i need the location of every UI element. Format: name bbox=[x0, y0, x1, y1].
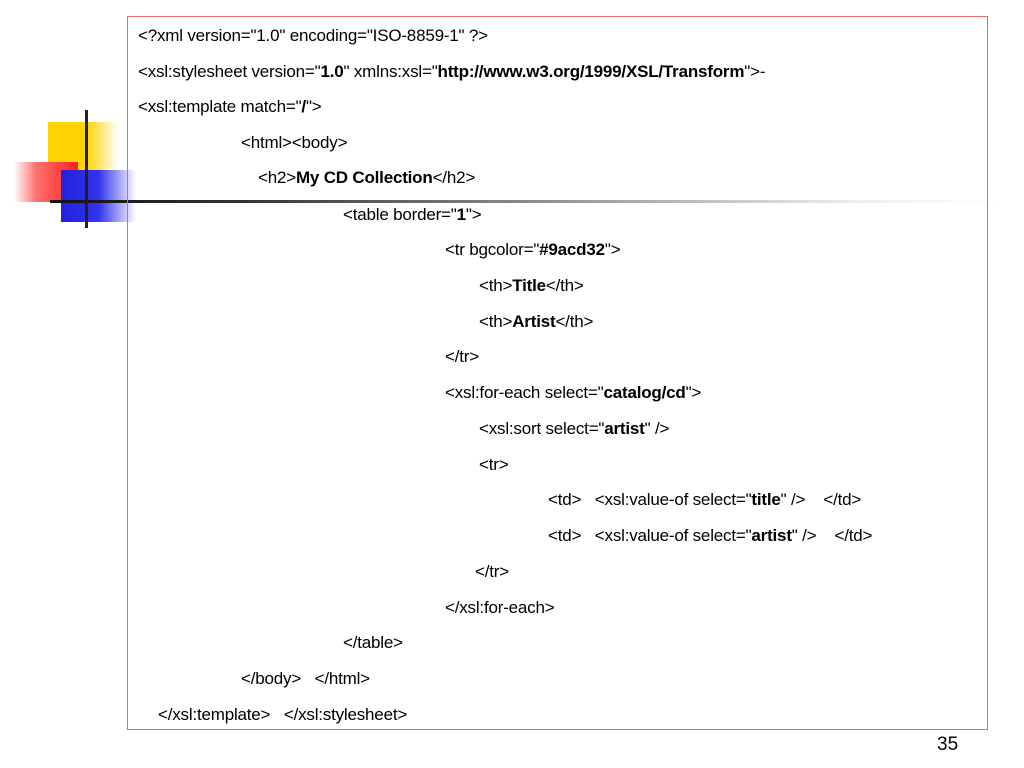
code-line-for-each-close: </xsl:for-each> bbox=[445, 598, 555, 618]
code-text: <table border=" bbox=[343, 205, 457, 224]
code-line-stylesheet-open: <xsl:stylesheet version="1.0" xmlns:xsl=… bbox=[138, 62, 765, 82]
code-line-template-open: <xsl:template match="/"> bbox=[138, 97, 322, 117]
code-text: <tr> bbox=[479, 455, 509, 474]
code-text: <td> <xsl:value-of select=" bbox=[548, 526, 752, 545]
code-line-tr-close-2: </tr> bbox=[475, 562, 509, 582]
code-text: <xsl:stylesheet version=" bbox=[138, 62, 321, 81]
code-value: artist bbox=[751, 526, 792, 545]
code-line-h2: <h2>My CD Collection</h2> bbox=[258, 168, 475, 188]
code-value: title bbox=[751, 490, 781, 509]
code-line-table-close: </table> bbox=[343, 633, 403, 653]
code-line-sort: <xsl:sort select="artist" /> bbox=[479, 419, 669, 439]
code-text: <h2> bbox=[258, 168, 296, 187]
code-value: #9acd32 bbox=[539, 240, 605, 259]
code-line-td-artist: <td> <xsl:value-of select="artist" /> </… bbox=[548, 526, 872, 546]
code-value: My CD Collection bbox=[295, 168, 433, 187]
code-text: </th> bbox=[555, 312, 594, 331]
code-value: catalog/cd bbox=[603, 383, 686, 402]
code-line-tr-open-2: <tr> bbox=[479, 455, 509, 475]
code-line-td-title: <td> <xsl:value-of select="title" /> </t… bbox=[548, 490, 861, 510]
code-text: <td> <xsl:value-of select=" bbox=[548, 490, 752, 509]
code-line-for-each: <xsl:for-each select="catalog/cd"> bbox=[445, 383, 701, 403]
code-text: " /> </td> bbox=[780, 490, 862, 509]
code-text: </th> bbox=[545, 276, 584, 295]
title-divider-line bbox=[50, 200, 1000, 203]
code-line-table-open: <table border="1"> bbox=[343, 205, 482, 225]
code-frame bbox=[127, 16, 988, 730]
slide-logo-decoration bbox=[0, 0, 160, 240]
logo-blue-square bbox=[61, 170, 136, 222]
code-line-xml-decl: <?xml version="1.0" encoding="ISO-8859-1… bbox=[138, 26, 488, 46]
code-value: / bbox=[301, 97, 306, 116]
code-text: </tr> bbox=[445, 347, 479, 366]
code-value: Artist bbox=[512, 312, 556, 331]
code-text: <html><body> bbox=[241, 133, 348, 152]
code-text: <th> bbox=[479, 276, 513, 295]
code-text: <tr bgcolor=" bbox=[445, 240, 540, 259]
code-text: </table> bbox=[343, 633, 403, 652]
code-line-tr-open: <tr bgcolor="#9acd32"> bbox=[445, 240, 621, 260]
code-line-template-stylesheet-close: </xsl:template> </xsl:stylesheet> bbox=[158, 705, 407, 725]
code-line-body-html-close: </body> </html> bbox=[241, 669, 370, 689]
code-text: " /> </td> bbox=[791, 526, 873, 545]
code-line-html-body-open: <html><body> bbox=[241, 133, 347, 153]
code-line-th-title: <th>Title</th> bbox=[479, 276, 584, 296]
code-text: "> bbox=[305, 97, 322, 116]
logo-vertical-line bbox=[85, 110, 88, 228]
code-value: 1 bbox=[456, 205, 466, 224]
code-text: <th> bbox=[479, 312, 513, 331]
code-text: "> bbox=[604, 240, 621, 259]
code-text: </h2> bbox=[432, 168, 476, 187]
code-text: </body> </html> bbox=[241, 669, 370, 688]
code-line-th-artist: <th>Artist</th> bbox=[479, 312, 593, 332]
code-text: "> bbox=[465, 205, 482, 224]
code-text: ">- bbox=[744, 62, 766, 81]
code-text: <?xml version="1.0" encoding="ISO-8859-1… bbox=[138, 26, 488, 45]
page-number: 35 bbox=[937, 734, 959, 755]
code-text: <xsl:sort select=" bbox=[479, 419, 605, 438]
code-text: </xsl:template> </xsl:stylesheet> bbox=[158, 705, 408, 724]
code-text: <xsl:for-each select=" bbox=[445, 383, 604, 402]
code-text: " xmlns:xsl=" bbox=[343, 62, 438, 81]
code-text: </xsl:for-each> bbox=[445, 598, 555, 617]
code-text: "> bbox=[685, 383, 702, 402]
code-value: Title bbox=[512, 276, 546, 295]
code-text: </tr> bbox=[475, 562, 509, 581]
code-text: " /> bbox=[644, 419, 670, 438]
code-value: artist bbox=[604, 419, 645, 438]
code-line-tr-close: </tr> bbox=[445, 347, 479, 367]
code-value: http://www.w3.org/1999/XSL/Transform bbox=[437, 62, 745, 81]
code-text: <xsl:template match=" bbox=[138, 97, 302, 116]
code-value: 1.0 bbox=[320, 62, 344, 81]
